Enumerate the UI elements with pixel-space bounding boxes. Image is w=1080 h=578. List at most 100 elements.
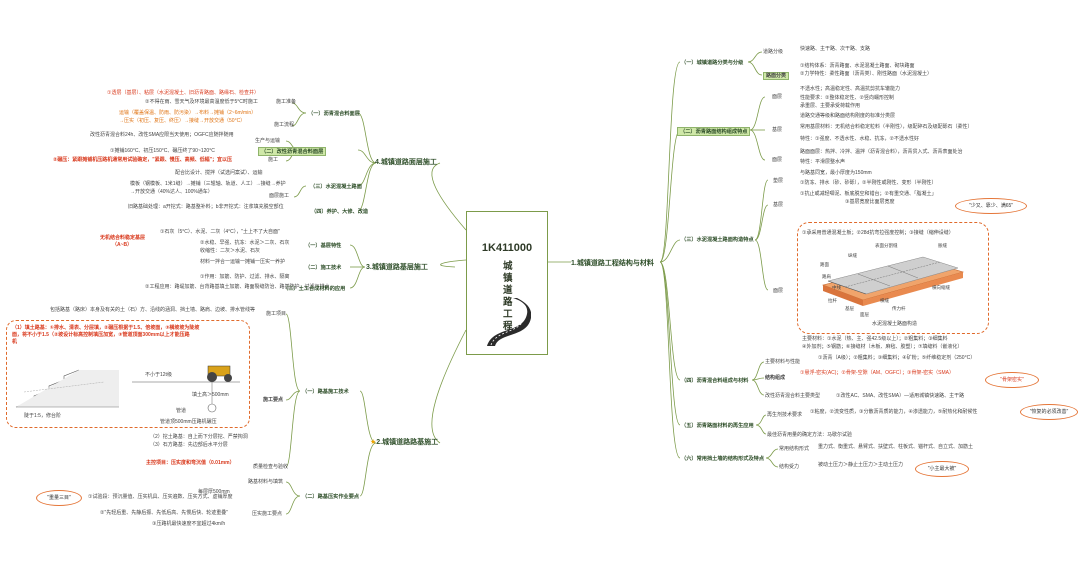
roller-over-pipe-figure — [132, 365, 240, 413]
l3-1-a2: ②水稳、早强、抗冻：水泥＞二灰、石灰 — [200, 240, 290, 246]
r3-dj1: 与路基同宽，最小厚度为150mm — [800, 170, 872, 176]
central-topic-title: 1K411000 — [481, 242, 533, 254]
r5-a-label: 再生剂技术要求 — [767, 412, 803, 418]
l4-1-p2: ②不得在雨、雪天气及环境最高温度低于5°C时施工 — [145, 99, 258, 105]
l4-2-a-text: 改性沥青混合料24h、改性SMA应限当天使用；OGFC应随拌随用 — [90, 132, 234, 138]
central-topic[interactable]: 1K411000 城 镇 道 路 工 程 — [466, 211, 548, 355]
l3-3-a1: ①作用：加筋、防护、过滤、排水、隔离 — [200, 274, 290, 280]
l4-4-title[interactable]: （四）养护、大修、改造 — [311, 209, 369, 215]
r2-b1: 路面面层：热拌、冷拌、温拌（沥青混合料），沥青贯入式、沥青表面处治 — [800, 149, 963, 155]
l2-q4: 主控项目：压实度和弯沉值（0.01mm） — [146, 460, 235, 466]
l4-3-a2: 模板（钢模板、1米1缝）→摊铺（三辊轴、轨道、人工）→接缝→养护 — [130, 181, 286, 187]
embankment-figure — [15, 369, 119, 408]
r6-b-label: 结构受力 — [779, 464, 800, 470]
r3-mc1: ①承采用普通混凝土板；②28d抗弯拉强度控制；③接缝（缩伸设缝） — [802, 230, 954, 236]
r3-mat1: 主要材料：①水泥（热、主、强42.5级以上）；②粗集料；③细集料 — [802, 336, 948, 342]
r6-title[interactable]: （六）常用挡土墙的结构形式及特点 — [681, 456, 765, 462]
l4-1-p4: →压实（初压、复压、终压）→接缝→开放交通（50°C） — [119, 118, 246, 124]
fig-label: 传力杆 — [892, 306, 906, 311]
l2-fig-right2: 填土高＞500mm — [192, 392, 229, 398]
r3-jc2: ③基层宽度比面层宽度 — [845, 199, 895, 205]
l2-top-label: 施工项目 — [266, 311, 287, 317]
r3-dj-label: 垫层 — [773, 178, 784, 184]
l4-3-a1: 配合比设计、搅拌（试选问案试）、运输 — [175, 170, 263, 176]
section-2-label: 2.城镇道路路基施工 — [376, 439, 439, 446]
r2-title[interactable]: （二）沥青路面结构组成特点 — [677, 127, 751, 136]
r2-jichen-label: 基层 — [772, 127, 783, 133]
fig-label: 中线 — [832, 285, 841, 290]
section-2-title[interactable]: ★2.城镇道路路基施工 — [370, 437, 438, 447]
l4-2-b2: ②碾压：紧跟摊铺机压路机通常用试验确定，"紧跟、慢压、高频、低幅"；宜以压 — [53, 157, 232, 163]
fig-label: 基层 — [845, 306, 854, 311]
l3-3-title[interactable]: （三）土工合成材料的应用 — [283, 286, 346, 292]
r1-pave-label: 路面分类 — [763, 72, 790, 80]
r1-grade-text: 快速路、主干路、次干路、支路 — [800, 46, 871, 52]
r5-b-label: 最佳沥青用量的确定方法：马歇尔试验 — [767, 432, 853, 438]
l4-2-title[interactable]: （二）改性沥青混合料面层 — [258, 147, 327, 156]
r2-bottom-label: 面层 — [772, 157, 783, 163]
note-cloud: "恢复的必须改善" — [1020, 404, 1078, 420]
r4-title[interactable]: （四）沥青混合料组成与材料 — [681, 378, 749, 384]
l2-q4-label: 质量检查与验收 — [253, 464, 289, 470]
l2-dash3: 机 — [12, 339, 18, 345]
note-cloud: "骨架密实" — [985, 372, 1039, 388]
fig-label: 面层 — [860, 312, 869, 317]
central-char: 路 — [503, 297, 513, 308]
l2-top: 包括路基（路床）本身及有关的土（石）方、沿线的涵洞、挡土墙、路肩、边坡、排水管线… — [50, 307, 256, 313]
concrete-pavement-figure — [821, 256, 965, 306]
note-cloud: "重量三目" — [36, 490, 82, 506]
r3-jc1: ①抗止或减轻唧泥、板底脱空和错台；②有重交通、「脂凝土」 — [800, 191, 937, 197]
l4-1-title[interactable]: （一）沥青混合料面层 — [308, 111, 360, 117]
l2-fig-right3: 管道 — [176, 408, 187, 414]
r2-b2: 特性：平滑层整水声 — [800, 159, 846, 165]
l3-1-a1: ①石灰（5°C）、水泥、二灰（4°C），"土上不了大自面" — [160, 229, 280, 235]
r2-mian3: 承重层、主要承受荷载作用 — [800, 103, 861, 109]
l4-3-a3: →开放交通（40%达人、100%通车） — [130, 189, 213, 195]
central-char: 道 — [503, 285, 513, 296]
section-1-title[interactable]: 1.城镇道路工程结构与材料 — [571, 260, 654, 267]
r3-mat2: ④外加剂；⑤钢筋；⑥接缝材（木板、麻毡、胶塑）；⑦填缝料（嵌液化） — [802, 344, 963, 350]
l2-q6: 每层厚500mm — [198, 489, 230, 495]
l4-1-p1: ①透层（基层）、粘层（水泥混凝土、旧沥青路面、路缘石、检查井） — [107, 90, 259, 96]
l3-red-note1: 无机结合料稳定基层 — [100, 235, 146, 241]
l4-2-b-label: 施工 — [268, 157, 279, 163]
r3-dj2: ①防冻、排水（砂、砂砾），②半刚性或刚性、变形（半刚性） — [800, 180, 937, 186]
l2-2-title[interactable]: （二）路基压实作业要点 — [302, 494, 360, 500]
fig-label: 横缝 — [880, 298, 889, 303]
l4-2-a-label: 生产与运输 — [255, 138, 281, 144]
section-4-title[interactable]: 4.城镇道路面层施工 — [375, 159, 437, 166]
l3-3-a2: ②工程应用：路堤加筋、台背路基填土加筋、路面裂缝防治、路基防护、过滤与排水 — [145, 284, 330, 290]
l3-1-title[interactable]: （一）基层特性 — [305, 243, 342, 249]
l4-3-b-text: 旧路基础处理：a开挖式：路基整补料；b非开挖式：注浆填充脱空部位 — [128, 204, 284, 210]
l2-1-title[interactable]: （一）路基施工技术 — [302, 389, 349, 395]
star-icon: ★ — [370, 439, 377, 446]
r4-c-text: ①改性AC、SMA、改性SMA）—适用城镇快速路、主干路 — [836, 393, 965, 399]
r4-a-label: 主要材料与性能 — [765, 359, 801, 365]
fig-label: 拉杆 — [828, 298, 837, 303]
l2-dashed-frame — [6, 320, 250, 428]
l2-fig-left: 陡于1:5，修台阶 — [24, 413, 61, 419]
r6-a-label: 常用结构形式 — [779, 446, 810, 452]
r1-title[interactable]: （一）城镇道路分类与分级 — [681, 60, 744, 66]
road-icon — [487, 298, 531, 346]
r3-dashed-frame — [797, 222, 989, 334]
r3-jc-label: 基层 — [773, 202, 784, 208]
l4-1-p2-label: 施工准备 — [276, 99, 297, 105]
l4-3-title[interactable]: （三）水泥混凝土路面 — [310, 184, 362, 190]
r3-title[interactable]: （三）水泥混凝土路面构造特点 — [681, 237, 754, 243]
l4-1-p3: 运输（覆盖保温、防雨、防污染）→布料→摊铺（2~6m/min） — [119, 110, 257, 116]
note-cloud: "少又、靠少、满65" — [955, 198, 1027, 214]
r5-title[interactable]: （五）沥青路面材料的再生应用 — [681, 423, 754, 429]
r4-c-label: 改性沥青混合料主要类型 — [765, 393, 821, 399]
r4-b-label: 结构组成 — [765, 375, 786, 381]
r4-b-text: ①悬浮-密实(AC)；②骨架-空隙（AM、OGFC）；③骨架-密实（SMA） — [800, 370, 954, 376]
section-3-title[interactable]: 3.城镇道路基层施工 — [366, 264, 428, 271]
r3-fig-caption: 水泥混凝土路面构造 — [872, 321, 918, 327]
r2-mian2: 性能要求：②整体稳定性、②竖向蠕形控制 — [800, 95, 894, 101]
r1-grade-label: 道路分级 — [763, 49, 784, 55]
l3-2-title[interactable]: （二）施工技术 — [305, 265, 342, 271]
central-char: 城 — [503, 261, 513, 272]
fig-label: 路面 — [820, 262, 829, 267]
l4-3-a-label: 面层施工 — [269, 193, 290, 199]
l3-red-note2: （A~B） — [112, 242, 133, 248]
